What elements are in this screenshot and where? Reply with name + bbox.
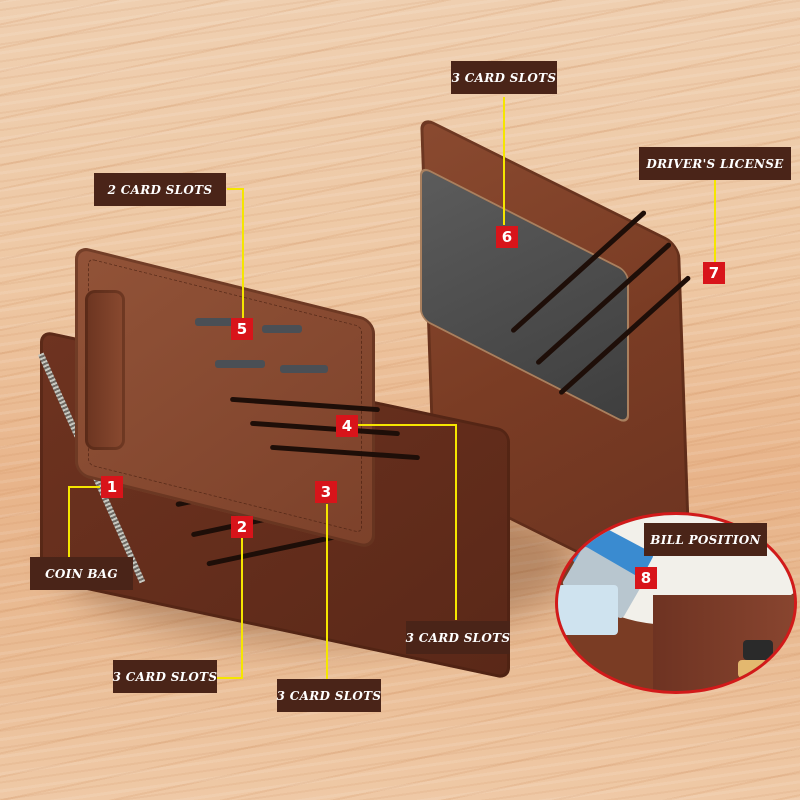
- leader-line: [241, 538, 243, 678]
- callout-marker-2: 2: [231, 516, 253, 538]
- callout-marker-6: 6: [496, 226, 518, 248]
- callout-marker-4: 4: [336, 415, 358, 437]
- leader-line: [217, 677, 243, 679]
- callout-label-7: DRIVER'S LICENSE: [639, 147, 791, 180]
- leader-line: [68, 486, 70, 558]
- callout-marker-1: 1: [101, 476, 123, 498]
- leader-line: [227, 188, 243, 190]
- callout-marker-3: 3: [315, 481, 337, 503]
- leather-divider: [653, 595, 794, 691]
- callout-label-1: COIN BAG: [30, 557, 133, 590]
- callout-marker-7: 7: [703, 262, 725, 284]
- leader-line: [455, 424, 457, 620]
- leader-line: [68, 486, 100, 488]
- leader-line: [503, 97, 505, 225]
- leader-line: [358, 424, 456, 426]
- leader-line: [326, 504, 328, 680]
- callout-label-6: 3 CARD SLOTS: [451, 61, 557, 94]
- callout-label-8: BILL POSITION: [644, 523, 767, 556]
- callout-label-4: 3 CARD SLOTS: [406, 621, 510, 654]
- leader-line: [242, 188, 244, 318]
- card-slot: [215, 360, 265, 368]
- card-slot: [262, 325, 302, 333]
- card-slot: [195, 318, 240, 326]
- leader-line: [714, 177, 716, 263]
- wallet-strap: [85, 290, 125, 450]
- callout-label-2: 3 CARD SLOTS: [113, 660, 217, 693]
- card: [558, 585, 618, 635]
- callout-marker-5: 5: [231, 318, 253, 340]
- card: [738, 660, 768, 678]
- callout-label-3: 3 CARD SLOTS: [277, 679, 381, 712]
- card-slot: [280, 365, 328, 373]
- card: [743, 640, 773, 660]
- callout-marker-8: 8: [635, 567, 657, 589]
- callout-label-5: 2 CARD SLOTS: [94, 173, 226, 206]
